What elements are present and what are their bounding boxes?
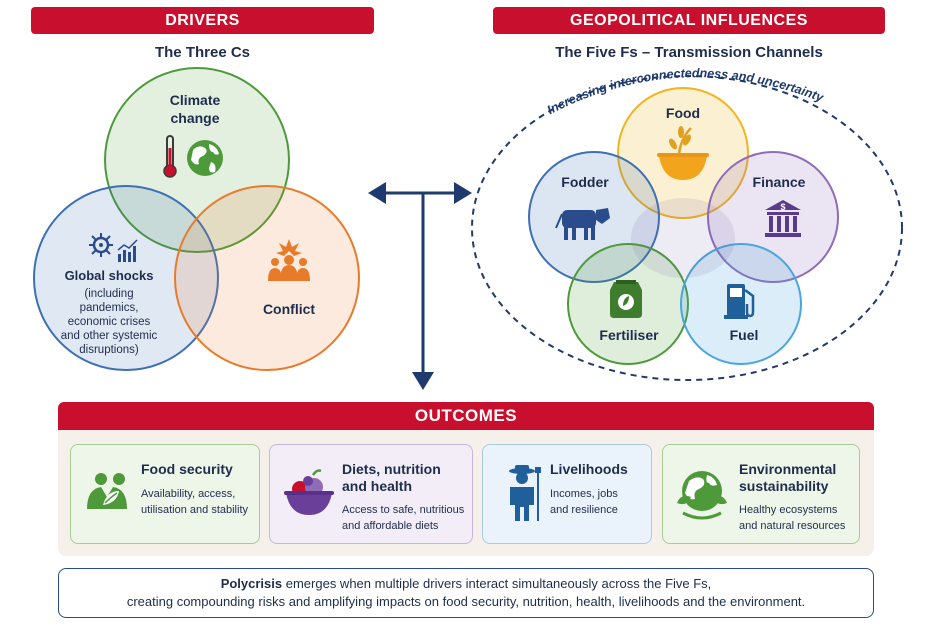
arrow-head-right	[454, 182, 472, 204]
geo-banner: GEOPOLITICAL INFLUENCES	[493, 7, 885, 34]
outcome-desc-1: Incomes, jobs	[550, 488, 618, 500]
polycrisis-box: Polycrisis emerges when multiple drivers…	[58, 568, 874, 618]
outcome-desc-2: and affordable diets	[342, 520, 439, 532]
fertiliser-label: Fertiliser	[599, 327, 659, 343]
arrow-head-down	[412, 372, 434, 390]
globe-icon	[187, 140, 223, 176]
outcomes-banner-label: OUTCOMES	[414, 406, 518, 425]
geo-banner-label: GEOPOLITICAL INFLUENCES	[570, 12, 808, 29]
drivers-banner: DRIVERS	[31, 7, 374, 34]
fodder-label: Fodder	[561, 174, 609, 190]
drivers-banner-label: DRIVERS	[165, 12, 240, 29]
global-shocks-desc-5: disruptions)	[79, 344, 139, 356]
global-shocks-desc-1: (including	[84, 288, 133, 300]
outcome-card-environment: Environmental sustainability Healthy eco…	[662, 444, 860, 544]
global-shocks-circle	[33, 185, 219, 371]
fertiliser-bag-icon	[610, 280, 642, 318]
conflict-people-icon	[268, 239, 310, 281]
fuel-pump-icon	[724, 284, 755, 319]
diagram-canvas: Climate change Global shocks (including …	[33, 66, 903, 390]
outcome-card-food-security: Food security Availability, access, util…	[70, 444, 260, 544]
polycrisis-line-1-text: emerges when multiple drivers interact s…	[282, 576, 712, 591]
outcome-title-1: Diets, nutrition	[342, 461, 441, 477]
outcome-title-2: sustainability	[739, 478, 829, 494]
global-shocks-desc-4: and other systemic	[61, 330, 158, 342]
food-label: Food	[666, 105, 700, 121]
outcomes-banner: OUTCOMES	[58, 402, 874, 430]
climate-label-1: Climate	[170, 92, 221, 108]
grain-bowl-icon	[657, 126, 709, 180]
finance-label: Finance	[753, 174, 806, 190]
polycrisis-line-2: creating compounding risks and amplifyin…	[126, 594, 806, 609]
outcome-desc-2: utilisation and stability	[141, 504, 249, 516]
conflict-label: Conflict	[263, 301, 315, 317]
five-fs-center	[631, 198, 735, 278]
fuel-label: Fuel	[730, 327, 759, 343]
geo-subtitle: The Five Fs – Transmission Channels	[555, 44, 823, 61]
thermometer-icon	[163, 135, 177, 178]
outcome-desc-1: Healthy ecosystems	[739, 504, 838, 516]
global-shocks-title: Global shocks	[65, 268, 154, 283]
fruit-bowl-icon	[284, 469, 334, 515]
polycrisis-line-1: Polycrisis emerges when multiple drivers…	[59, 575, 873, 593]
arrow-head-left	[368, 182, 386, 204]
climate-label-2: change	[170, 110, 219, 126]
outcome-card-diets: Diets, nutrition and health Access to sa…	[269, 444, 473, 544]
global-shocks-desc-3: economic crises	[68, 316, 151, 328]
outcome-title: Livelihoods	[550, 461, 628, 477]
hands-leaf-icon	[87, 473, 127, 509]
connector-arrows	[368, 182, 472, 390]
global-shocks-desc-2: pandemics,	[80, 302, 139, 314]
drivers-subtitle: The Three Cs	[154, 44, 251, 61]
interconnectedness-ellipse	[471, 75, 903, 381]
outcome-desc-1: Availability, access,	[141, 488, 236, 500]
svg-text:$: $	[780, 202, 785, 212]
outcome-desc-2: and resilience	[550, 504, 618, 516]
virus-icon	[89, 233, 113, 257]
earth-leaf-icon	[677, 471, 727, 520]
outcome-desc-1: Access to safe, nutritious	[342, 504, 465, 516]
conflict-circle	[174, 185, 360, 371]
outcome-card-livelihoods: Livelihoods Incomes, jobs and resilience	[482, 444, 652, 544]
polycrisis-term: Polycrisis	[220, 576, 283, 591]
outcome-title: Food security	[141, 461, 233, 477]
bank-icon: $	[765, 200, 801, 237]
outcome-desc-2: and natural resources	[739, 520, 846, 532]
chart-icon	[117, 239, 138, 262]
outcome-title-1: Environmental	[739, 461, 837, 477]
cow-icon	[555, 208, 610, 240]
farmer-icon	[509, 465, 541, 521]
outcome-title-2: and health	[342, 478, 413, 494]
